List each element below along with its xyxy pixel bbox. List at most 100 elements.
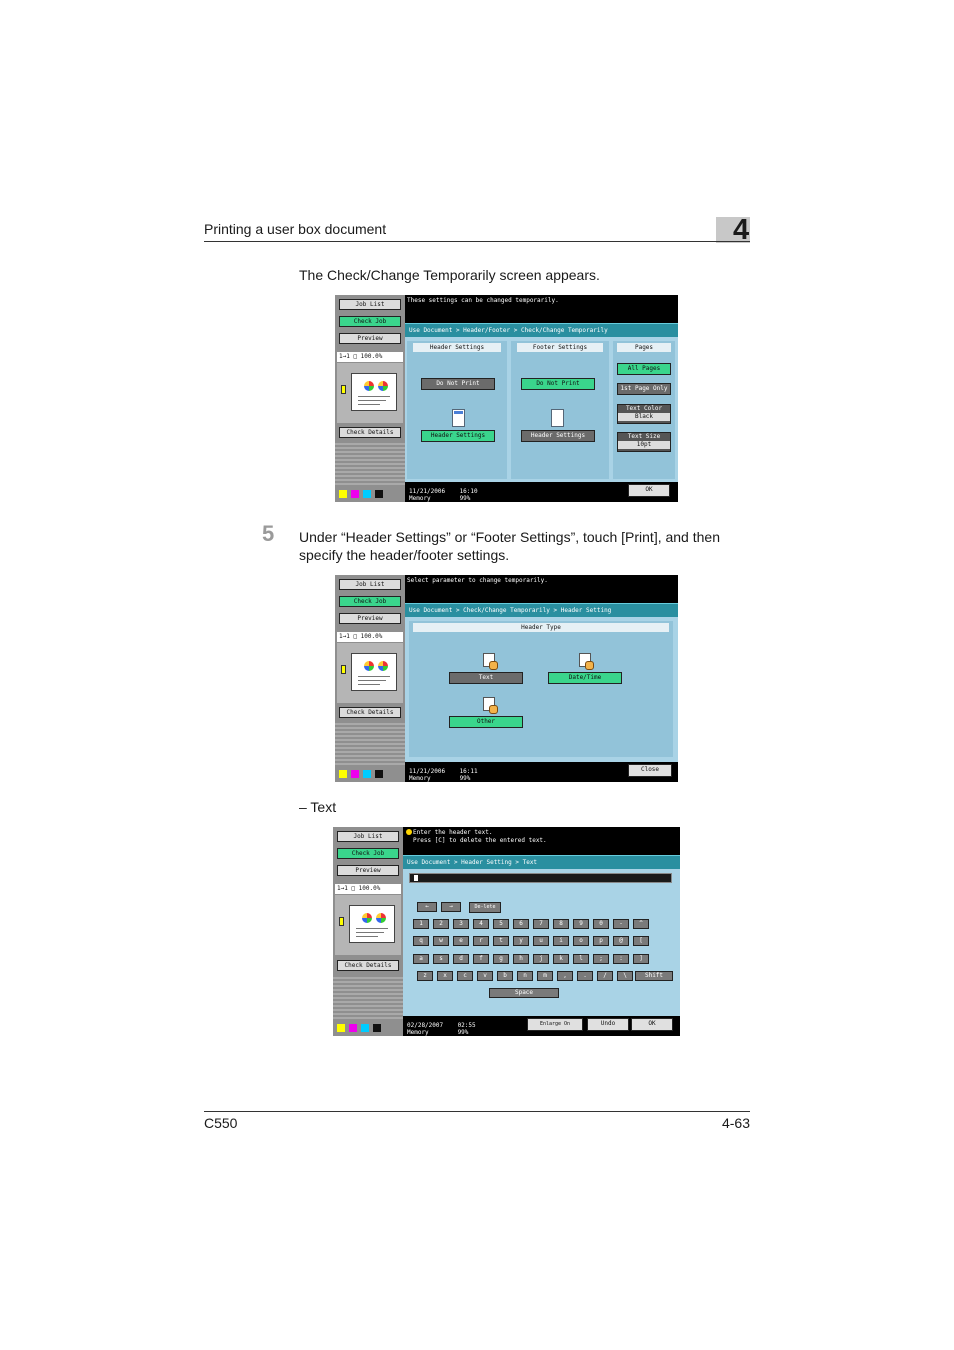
running-header-title: Printing a user box document	[204, 221, 387, 237]
space-key[interactable]: Space	[489, 988, 559, 998]
job-list-button[interactable]: Job List	[339, 299, 401, 310]
job-list-button[interactable]: Job List	[337, 831, 399, 842]
keyboard-key[interactable]: s	[433, 954, 449, 964]
keyboard-key[interactable]: .	[577, 971, 593, 981]
keyboard-key[interactable]: p	[593, 936, 609, 946]
step-text-line1: Under “Header Settings” or “Footer Setti…	[299, 529, 720, 545]
job-list-button[interactable]: Job List	[339, 579, 401, 590]
ok-button[interactable]: OK	[628, 484, 670, 497]
check-details-button[interactable]: Check Details	[337, 960, 399, 971]
header-settings-button[interactable]: Header Settings	[421, 430, 495, 442]
keyboard-key[interactable]: o	[573, 936, 589, 946]
all-pages-button[interactable]: All Pages	[617, 363, 671, 375]
text-size-button[interactable]: Text Size 10pt	[617, 432, 671, 452]
keyboard-key[interactable]: @	[613, 936, 629, 946]
color-wheel-icon	[376, 913, 386, 923]
tray-icon	[339, 917, 344, 926]
keyboard-key[interactable]: l	[573, 954, 589, 964]
footer-model: C550	[204, 1115, 238, 1131]
keyboard-key[interactable]: q	[413, 936, 429, 946]
header-text-input[interactable]	[409, 873, 672, 883]
text-color-button[interactable]: Text Color Black	[617, 404, 671, 424]
keyboard-key[interactable]: r	[473, 936, 489, 946]
document-thumbnail	[351, 653, 397, 691]
footer-do-not-print-button[interactable]: Do Not Print	[521, 378, 595, 390]
screenshot-text-entry: Job List Check Job Preview 1→1 □ 100.0% …	[333, 827, 680, 1036]
check-job-button[interactable]: Check Job	[339, 316, 401, 327]
shift-key[interactable]: Shift	[635, 971, 673, 981]
datetime-button[interactable]: Date/Time	[548, 672, 622, 684]
footer-rule	[204, 1111, 750, 1112]
other-button[interactable]: Other	[449, 716, 523, 728]
keyboard-key[interactable]: d	[453, 954, 469, 964]
keyboard-key[interactable]: y	[513, 936, 529, 946]
step-number: 5	[262, 521, 275, 546]
keyboard-key[interactable]: v	[477, 971, 493, 981]
keyboard-key[interactable]: f	[473, 954, 489, 964]
preview-button[interactable]: Preview	[339, 613, 401, 624]
keyboard-key[interactable]: h	[513, 954, 529, 964]
keyboard-key[interactable]: ^	[633, 919, 649, 929]
keyboard-key[interactable]: n	[517, 971, 533, 981]
keyboard-key[interactable]: k	[553, 954, 569, 964]
left-arrow-key[interactable]: ←	[417, 902, 437, 912]
keyboard-key[interactable]: :	[613, 954, 629, 964]
keyboard-key[interactable]: 2	[433, 919, 449, 929]
keyboard-key[interactable]: g	[493, 954, 509, 964]
check-details-button[interactable]: Check Details	[339, 427, 401, 438]
close-button[interactable]: Close	[628, 764, 672, 777]
first-page-only-button[interactable]: 1st Page Only	[617, 383, 671, 395]
preview-button[interactable]: Preview	[337, 865, 399, 876]
text-cursor	[414, 875, 418, 881]
color-wheel-icon	[364, 661, 374, 671]
keyboard-key[interactable]: e	[453, 936, 469, 946]
keyboard-key[interactable]: ,	[557, 971, 573, 981]
thumbnail-area	[335, 895, 401, 955]
copy-status: 1→1 □ 100.0%	[335, 884, 401, 894]
lightbulb-icon	[406, 829, 412, 835]
text-type-icon	[483, 653, 499, 671]
keyboard-key[interactable]: 4	[473, 919, 489, 929]
keyboard-key[interactable]: m	[537, 971, 553, 981]
enlarge-button[interactable]: Enlarge On	[527, 1018, 583, 1031]
preview-button[interactable]: Preview	[339, 333, 401, 344]
keyboard-key[interactable]: a	[413, 954, 429, 964]
keyboard-key[interactable]: [	[633, 936, 649, 946]
keyboard-key[interactable]: w	[433, 936, 449, 946]
ok-button[interactable]: OK	[631, 1018, 673, 1031]
check-details-button[interactable]: Check Details	[339, 707, 401, 718]
keyboard-key[interactable]: 1	[413, 919, 429, 929]
keyboard-key[interactable]: 8	[553, 919, 569, 929]
footer-settings-button[interactable]: Header Settings	[521, 430, 595, 442]
tray-icon	[341, 385, 346, 394]
keyboard-key[interactable]: 0	[593, 919, 609, 929]
text-button[interactable]: Text	[449, 672, 523, 684]
keyboard-key[interactable]: t	[493, 936, 509, 946]
keyboard-key[interactable]: 6	[513, 919, 529, 929]
keyboard-key[interactable]: 3	[453, 919, 469, 929]
keyboard-key[interactable]: ]	[633, 954, 649, 964]
right-arrow-key[interactable]: →	[441, 902, 461, 912]
keyboard-key[interactable]: u	[533, 936, 549, 946]
keyboard-key[interactable]: 5	[493, 919, 509, 929]
header-type-panel: Header Type Text Date/Time Other	[405, 617, 678, 762]
keyboard-key[interactable]: -	[613, 919, 629, 929]
keyboard-key[interactable]: x	[437, 971, 453, 981]
keyboard-key[interactable]: j	[533, 954, 549, 964]
keyboard-key[interactable]: z	[417, 971, 433, 981]
keyboard-key[interactable]: b	[497, 971, 513, 981]
keyboard-key[interactable]: c	[457, 971, 473, 981]
undo-button[interactable]: Undo	[587, 1018, 629, 1031]
keyboard-key[interactable]: 7	[533, 919, 549, 929]
keyboard-key[interactable]: i	[553, 936, 569, 946]
keyboard-key[interactable]: /	[597, 971, 613, 981]
check-job-button[interactable]: Check Job	[339, 596, 401, 607]
check-job-button[interactable]: Check Job	[337, 848, 399, 859]
keyboard-key[interactable]: \	[617, 971, 633, 981]
keyboard-key[interactable]: 9	[573, 919, 589, 929]
keyboard-key[interactable]: ;	[593, 954, 609, 964]
footer-page-number: 4-63	[721, 1115, 750, 1131]
footer-settings-section: Footer Settings Do Not Print Header Sett…	[511, 341, 609, 479]
delete-key[interactable]: De-lete	[469, 902, 501, 913]
header-do-not-print-button[interactable]: Do Not Print	[421, 378, 495, 390]
